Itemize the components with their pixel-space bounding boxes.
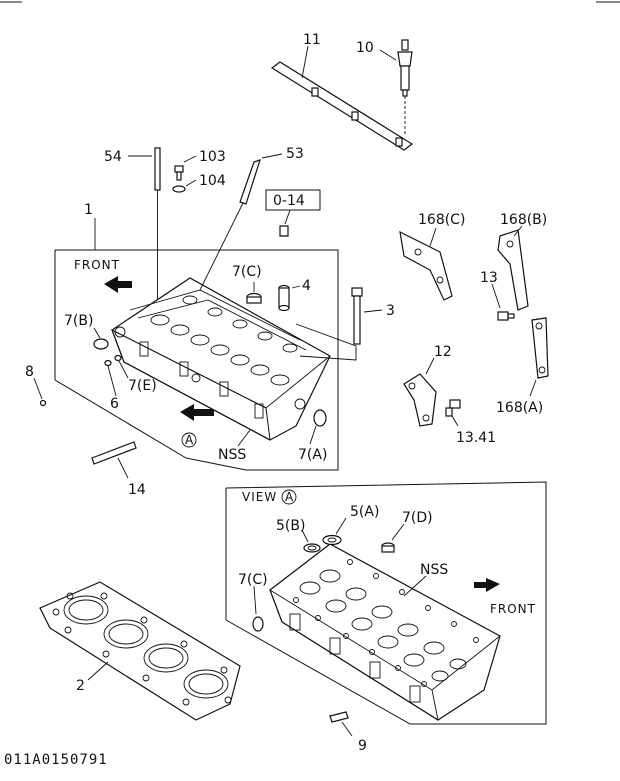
callout-103: 103: [199, 149, 226, 165]
seal-5b: [303, 543, 321, 553]
head-gasket-2: [39, 581, 241, 721]
stud-54: [154, 147, 161, 300]
view-label-circle: [281, 489, 297, 505]
nss-label-view: NSS: [420, 562, 448, 578]
stud-14: [91, 441, 137, 465]
kit-reference-box: [265, 189, 321, 211]
view-label: VIEW: [242, 490, 277, 504]
front-direction-arrow-view: [474, 578, 500, 592]
pin-8: [39, 399, 47, 407]
callout-4: 4: [302, 278, 311, 294]
view-a-circle: [181, 432, 197, 448]
callout-168c: 168(C): [418, 212, 465, 228]
stud-53: [199, 159, 261, 291]
callout-7b: 7(B): [64, 313, 93, 329]
glow-plug-10: [397, 39, 413, 136]
callout-3: 3: [386, 303, 395, 319]
front-label-view: FRONT: [490, 602, 536, 616]
bracket-168c: [399, 230, 453, 301]
callout-6: 6: [110, 396, 119, 412]
callout-9: 9: [358, 738, 367, 754]
small-fitting-icon: [279, 225, 289, 237]
combustion-ports: [299, 569, 467, 682]
cylinder-head-assembly: [111, 277, 331, 441]
callout-10: 10: [356, 40, 374, 56]
callout-5b: 5(B): [276, 518, 305, 534]
plug-7e: [114, 354, 122, 362]
front-direction-arrow: [104, 276, 132, 293]
callout-7c-view: 7(C): [238, 572, 268, 588]
bolt-13: [497, 311, 515, 321]
top-assembly-frame: [95, 249, 339, 471]
plug-7b: [93, 338, 109, 350]
view-label-a: A: [285, 490, 294, 504]
callout-5a: 5(A): [350, 504, 379, 520]
callout-2: 2: [76, 678, 85, 694]
dowel-6: [104, 359, 112, 367]
callout-54: 54: [104, 149, 122, 165]
bolt-103: [174, 165, 184, 181]
plug-7a: [313, 409, 327, 427]
callout-53: 53: [286, 146, 304, 162]
callout-14: 14: [128, 482, 146, 498]
cylinder-head-underside: [269, 543, 501, 721]
callout-7d: 7(D): [402, 510, 433, 526]
bracket-168b: [497, 229, 529, 311]
kit-reference-0-14: 0-14: [273, 193, 305, 209]
callout-7e: 7(E): [128, 378, 157, 394]
plug-7d: [381, 542, 395, 553]
bracket-12: [403, 373, 437, 427]
bracket-168a: [531, 317, 549, 379]
water-holes: [293, 559, 479, 687]
plug-7c-view: [252, 616, 264, 632]
connector-rail-11: [270, 61, 414, 151]
nozzle-sleeve-4: [278, 284, 290, 312]
nss-label-top: NSS: [218, 447, 246, 463]
callout-12: 12: [434, 344, 452, 360]
drawing-code: 011A0150791: [4, 752, 108, 768]
valve-port-openings: [150, 295, 298, 386]
bolt-3: [351, 287, 363, 345]
callout-13: 13: [480, 270, 498, 286]
callout-168b: 168(B): [500, 212, 547, 228]
washer-104: [172, 185, 186, 193]
gasket-bolt-holes: [52, 592, 232, 706]
seal-5a: [322, 534, 342, 546]
callout-8: 8: [25, 364, 34, 380]
callout-13-41: 13.41: [456, 430, 496, 446]
view-a-marker: A: [185, 433, 194, 447]
callout-11: 11: [303, 32, 321, 48]
callout-7c-top: 7(C): [232, 264, 262, 280]
plug-7c-top: [246, 292, 262, 304]
callout-104: 104: [199, 173, 226, 189]
bolt-13-41: [445, 399, 461, 417]
callout-168a: 168(A): [496, 400, 543, 416]
front-label-top: FRONT: [74, 258, 120, 272]
stud-9: [329, 711, 349, 723]
view-arrow-a: [180, 404, 214, 421]
view-a-frame: [225, 481, 547, 725]
callout-7a: 7(A): [298, 447, 327, 463]
callout-1: 1: [84, 202, 93, 218]
